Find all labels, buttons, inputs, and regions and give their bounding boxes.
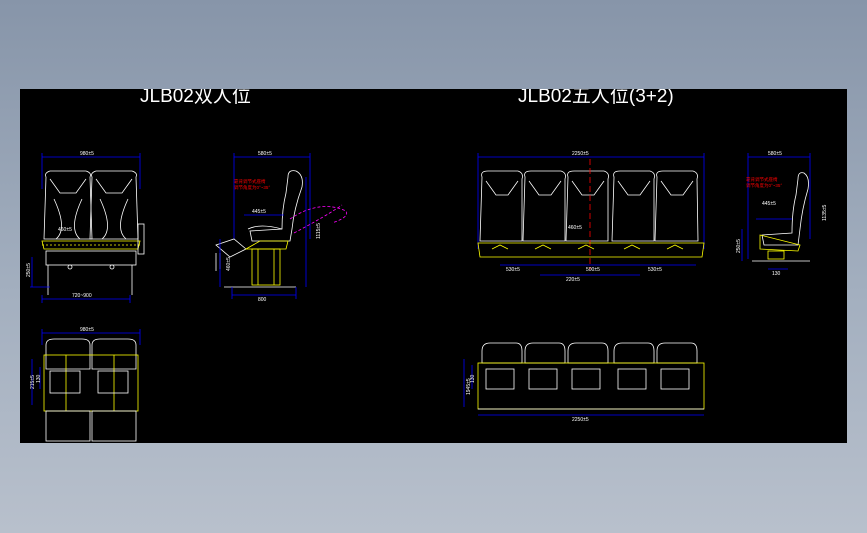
dim-five-sub-b: 500±5 [586,267,600,273]
five-seat-side-view [741,153,811,270]
five-seat-front-view [477,153,705,276]
dim-left-back: 460±5 [58,227,72,233]
dim-two-seat-leg: 250±5 [26,263,32,277]
dim-side-depth: 580±5 [258,151,272,157]
dim-two-seat-depth: 980±5 [80,327,94,333]
cad-drawing-canvas[interactable]: JLB02双人位 JLB02五人位(3+2) [20,89,847,443]
dim-two-plan-inner: 130 [36,374,42,383]
dim-two-seat-pitch: 720~900 [72,293,92,299]
two-seat-plan-view [31,329,141,442]
dim-five-side-floor: 250±5 [736,239,742,253]
dim-five-side-depth: 580±5 [768,151,782,157]
red-note-1a: 靠背调节式座椅 [234,178,266,185]
dim-five-back: 460±5 [568,225,582,231]
dim-five-plan-depth: 1945±5 [466,378,472,395]
dim-side-recline: 445±5 [252,209,266,215]
red-note-2a: 靠背调节式座椅 [746,176,778,183]
title-two-seat: JLB02双人位 [140,89,251,107]
dim-five-sub-a: 530±5 [506,267,520,273]
two-seat-front-view [30,153,145,303]
dim-two-plan-depth: 215±5 [30,375,36,389]
dim-side-floor: 460±5 [226,257,232,271]
dim-two-seat-width: 980±5 [80,151,94,157]
five-seat-plan-view [463,342,705,416]
red-note-2b: 调节角度为0°~35° [746,182,782,189]
title-five-seat: JLB02五人位(3+2) [518,89,674,107]
dim-five-plan-width: 2250±5 [572,417,589,423]
dim-five-side-base: 130 [772,271,781,277]
dim-five-under: 220±5 [566,277,580,283]
dim-side-height: 1115±5 [316,223,322,239]
dim-side-base: 800 [258,297,267,303]
two-seat-side-view [215,153,348,299]
dim-five-side-recline: 445±5 [762,201,776,207]
drawing-svg: 980±5 460±5 250±5 720~900 980±5 215±5 13… [26,151,828,442]
dim-five-plan-inner: 130 [470,374,476,383]
dim-five-side-height: 1135±5 [822,205,828,221]
red-note-1b: 调节角度为0°~35° [234,184,270,191]
dim-five-sub-c: 530±5 [648,267,662,273]
dim-five-width: 2250±5 [572,151,589,157]
